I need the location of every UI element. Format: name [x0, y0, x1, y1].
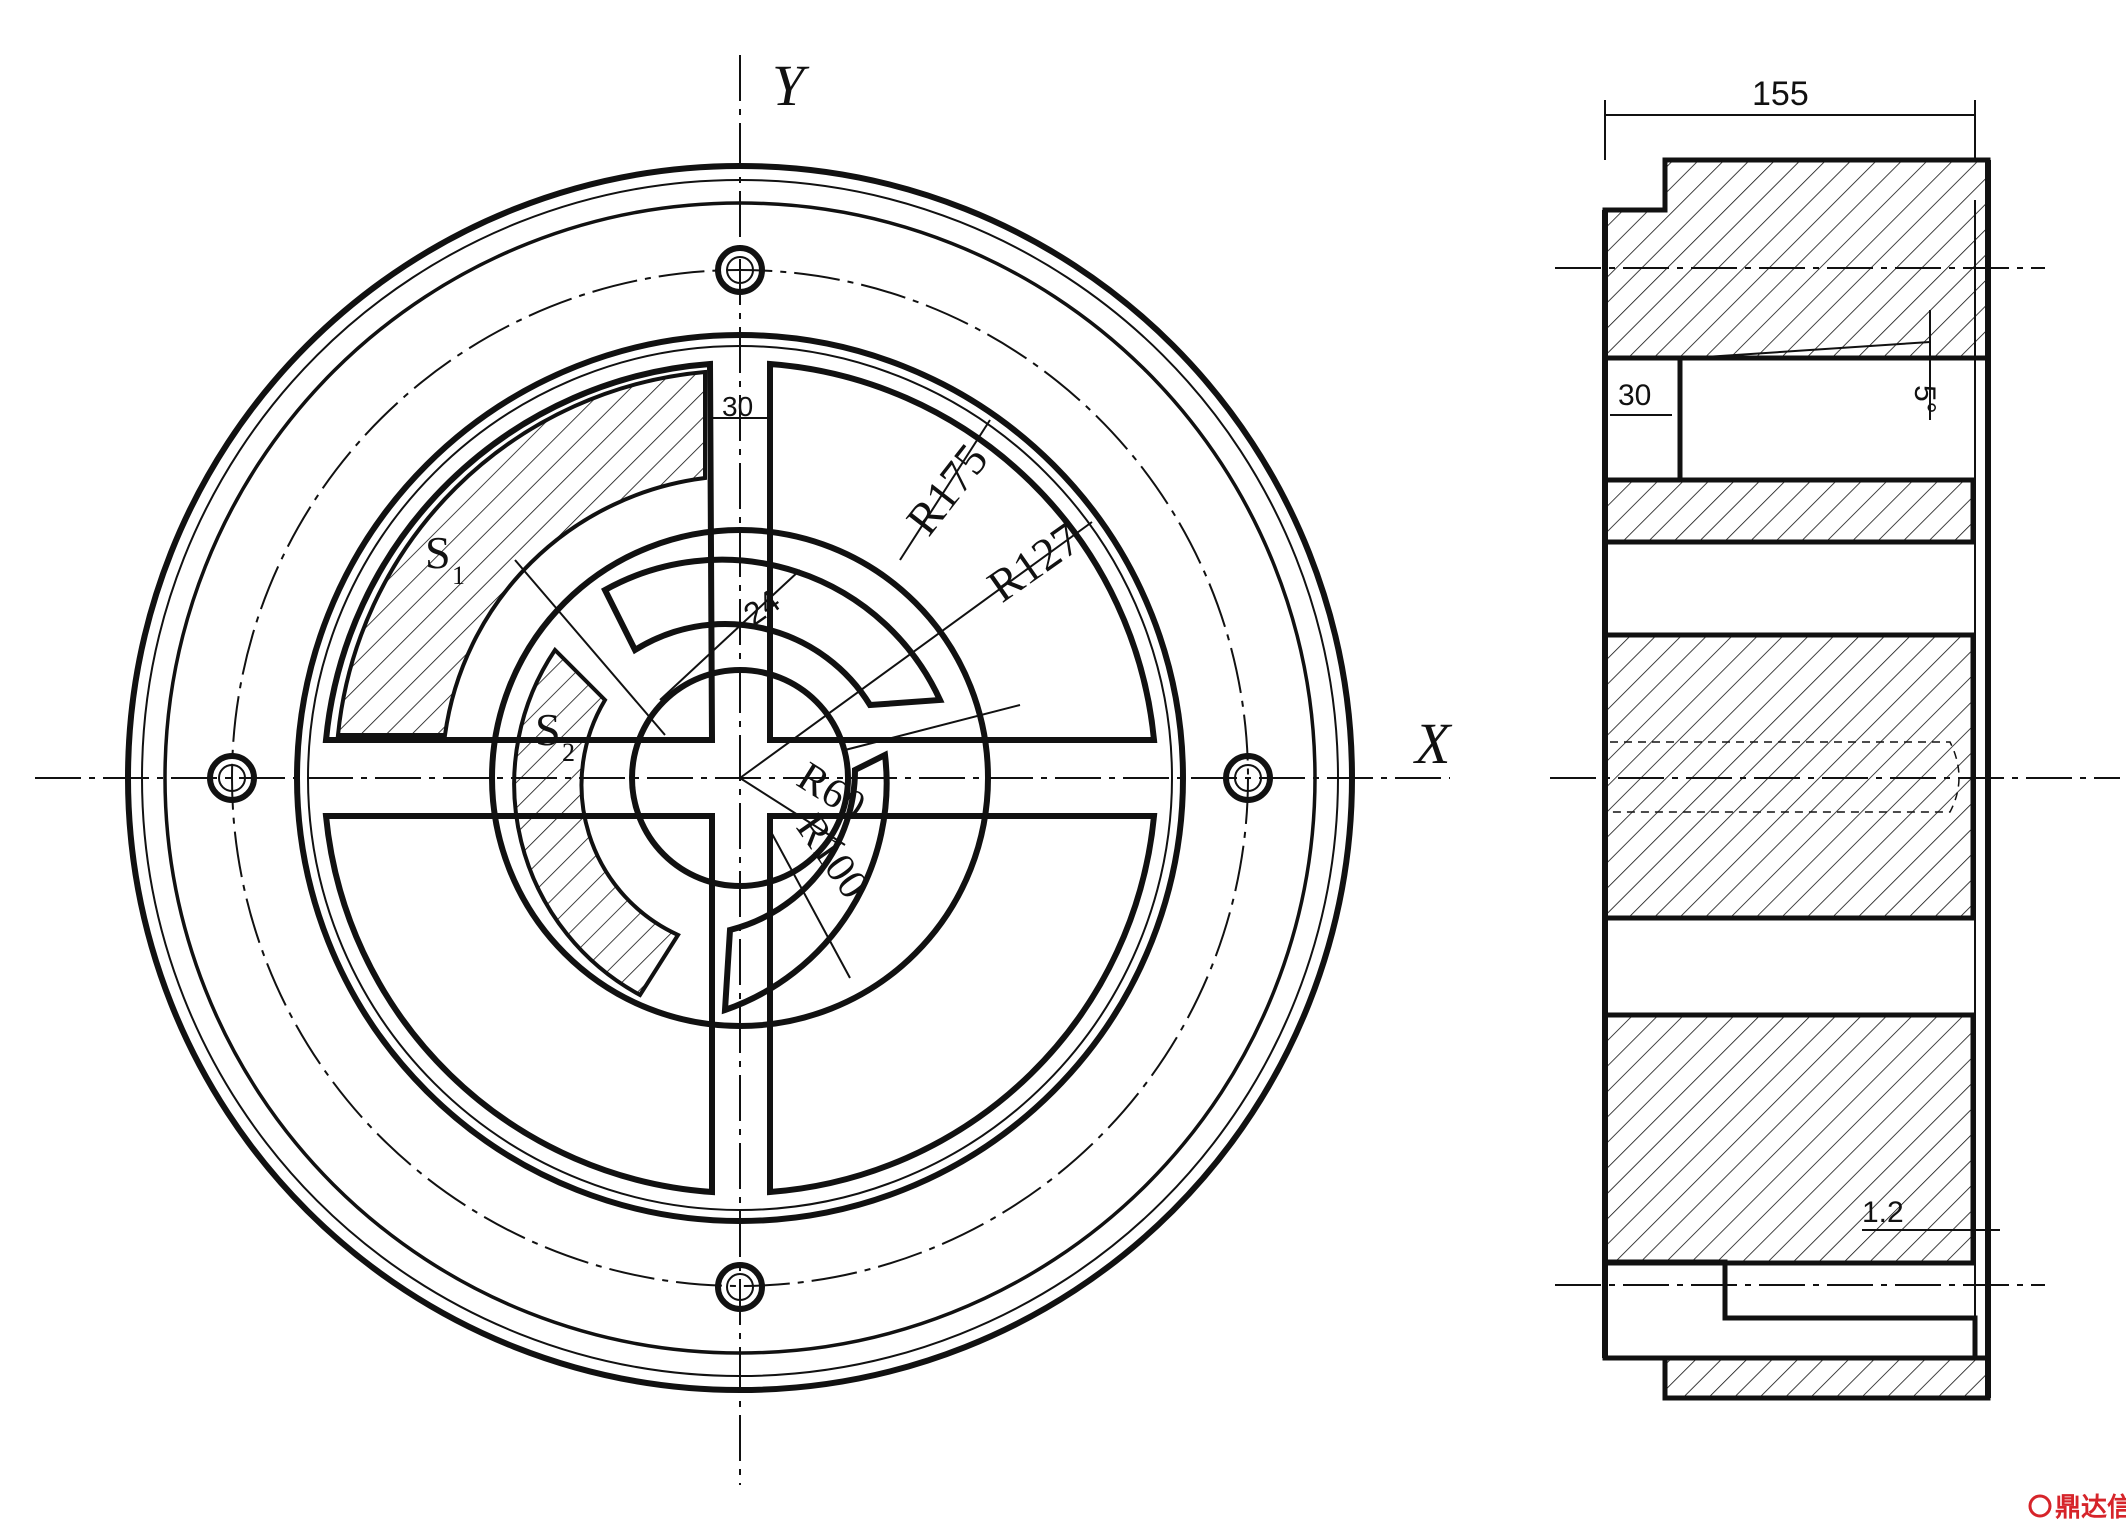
cavity-outer-fillet	[307, 345, 1173, 1211]
section-band-bottom-base	[1605, 1355, 1991, 1401]
bore-depth-label: 30	[1618, 379, 1651, 412]
inner-leader	[844, 704, 1021, 751]
watermark: 鼎达信	[2028, 1493, 2126, 1523]
relief-label: 1.2	[1862, 1196, 1904, 1229]
pocket-outer-q2	[322, 360, 716, 743]
flange-step	[163, 201, 1317, 1355]
inner-island-edge	[489, 527, 991, 1029]
watermark-text: 鼎达信	[2055, 1493, 2126, 1523]
region-s2-subscript: 2	[562, 738, 575, 767]
section-hidden-line	[1610, 741, 1960, 813]
bolt-hole-left-inner	[218, 764, 246, 792]
rib-width-label: 30	[722, 391, 753, 422]
taper-label: 5°	[1908, 385, 1941, 414]
bolt-circle	[231, 269, 1249, 1287]
bolt-holes	[207, 245, 1273, 1312]
section-band-4	[1602, 1012, 1976, 1266]
bolt-hole-left	[207, 753, 257, 803]
pocket-outer-q1	[767, 360, 1158, 743]
bolt-hole-top-inner	[726, 256, 754, 284]
pocket-outer-q4	[767, 813, 1158, 1196]
section-band-2	[1602, 477, 1976, 545]
bolt-hole-bottom	[715, 1262, 765, 1312]
section-bottom-left	[1602, 1318, 1668, 1398]
cavity-outer-edge	[294, 332, 1186, 1224]
x-axis-label: X	[1413, 711, 1453, 776]
section-band-middle	[1602, 632, 1976, 921]
r175-label: R175	[896, 434, 998, 544]
gap-dim-line	[514, 559, 666, 736]
bolt-hole-top	[715, 245, 765, 295]
region-s2-label: S	[535, 704, 561, 755]
outer-pockets	[322, 360, 1158, 1196]
section-taper-line	[1689, 341, 1931, 359]
bolt-hole-bottom-inner	[726, 1273, 754, 1301]
r175-leader	[899, 419, 991, 561]
y-axis-label: Y	[772, 53, 810, 118]
central-bore	[629, 667, 851, 889]
r100-leader	[769, 829, 851, 979]
inner-pocket-right	[721, 750, 890, 1015]
r127-leader	[739, 521, 1093, 779]
watermark-logo-icon	[2028, 1494, 2052, 1518]
outer-rim	[125, 163, 1355, 1393]
region-s1-subscript: 1	[452, 561, 465, 590]
front-view: Y X S 1 S 2 30 24 R175 R127 R60 R100	[35, 53, 1453, 1485]
region-s2-hatched	[512, 646, 681, 998]
region-s1-label: S	[425, 527, 451, 578]
section-bore-step	[1602, 355, 1683, 483]
inner-pocket-upper	[601, 556, 945, 709]
width-dim-label: 155	[1752, 75, 1809, 113]
gap-dim-line-2	[659, 569, 801, 701]
pocket-outer-q3	[322, 813, 715, 1196]
rim-inner-edge	[141, 179, 1339, 1377]
r60-leader	[739, 777, 846, 846]
section-view: 155 30 5° 1.2	[1550, 75, 2120, 1401]
bolt-hole-right-inner	[1234, 764, 1262, 792]
bolt-hole-right	[1223, 753, 1273, 803]
region-s1-hatched	[335, 369, 707, 737]
